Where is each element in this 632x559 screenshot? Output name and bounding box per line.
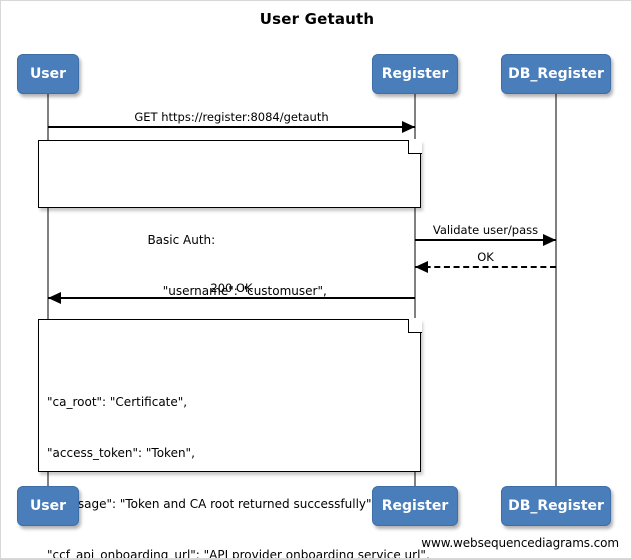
- watermark-footer: www.websequencediagrams.com: [421, 536, 619, 550]
- participant-label: DB_Register: [508, 498, 604, 514]
- note-line: "ca_root": "Certificate",: [47, 395, 188, 409]
- note-line: "message": "Token and CA root returned s…: [47, 497, 376, 511]
- arrow-head-get-getauth: [402, 121, 415, 133]
- note-line: "ccf_api_onboarding_url": "API provider …: [47, 548, 430, 559]
- note-fold-icon: [407, 318, 422, 333]
- message-label-validate-user-pass: Validate user/pass: [432, 223, 539, 237]
- message-line-ok: [415, 266, 556, 268]
- message-label-200-ok: 200 OK: [210, 281, 253, 295]
- arrow-head-200-ok: [48, 292, 61, 304]
- message-line-200-ok: [48, 297, 415, 299]
- message-line-get-getauth: [48, 126, 415, 128]
- participant-user-top[interactable]: User: [17, 54, 79, 94]
- participant-label: DB_Register: [508, 66, 604, 82]
- participant-label: User: [29, 66, 67, 82]
- participant-label: User: [29, 498, 67, 514]
- note-line: "username": "customuser",: [147, 284, 327, 298]
- note-fold-icon: [407, 139, 422, 154]
- page-title: User Getauth: [259, 10, 375, 28]
- participant-db-register-bottom[interactable]: DB_Register: [501, 486, 611, 526]
- message-line-validate-user-pass: [415, 239, 556, 241]
- participant-register-bottom[interactable]: Register: [372, 486, 458, 526]
- participant-label: Register: [381, 66, 449, 82]
- lifeline-db-register: [555, 94, 557, 486]
- basic-auth-note: Basic Auth: "username": "customuser", "p…: [38, 139, 422, 349]
- note-line: "access_token": "Token",: [47, 446, 195, 460]
- participant-db-register-top[interactable]: DB_Register: [501, 54, 611, 94]
- note-line: Basic Auth:: [147, 233, 216, 247]
- message-label-get-getauth: GET https://register:8084/getauth: [134, 110, 329, 124]
- message-label-ok: OK: [477, 250, 494, 264]
- participant-label: Register: [381, 498, 449, 514]
- participant-user-bottom[interactable]: User: [17, 486, 79, 526]
- participant-register-top[interactable]: Register: [372, 54, 458, 94]
- lifeline-user: [47, 94, 49, 486]
- arrow-head-validate-user-pass: [543, 234, 556, 246]
- token-response-note: "ca_root": "Certificate", "access_token"…: [38, 318, 430, 558]
- lifeline-register: [414, 94, 416, 486]
- arrow-head-ok: [415, 261, 428, 273]
